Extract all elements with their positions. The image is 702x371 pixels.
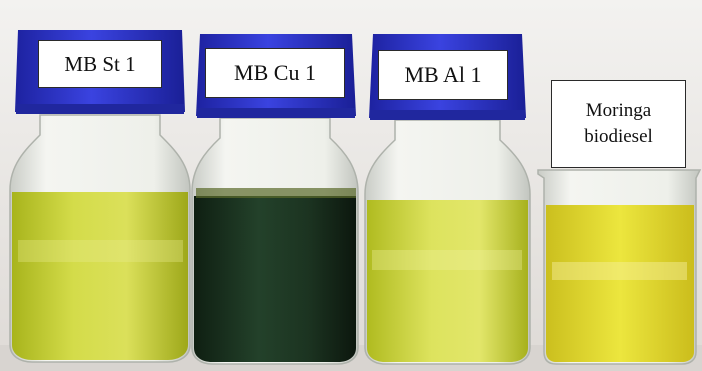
label-mb-cu-1: MB Cu 1 bbox=[205, 48, 345, 98]
beaker-moringa bbox=[537, 169, 702, 365]
beaker-liquid bbox=[546, 205, 694, 362]
label-moringa-biodiesel: Moringa biodiesel bbox=[551, 80, 686, 168]
label-moringa-line2: biodiesel bbox=[584, 126, 653, 147]
bottle-st-liquid bbox=[12, 192, 188, 360]
bottle-al-liquid bbox=[367, 200, 528, 362]
bottle-cu-liquid bbox=[194, 196, 356, 362]
label-mb-st-1: MB St 1 bbox=[38, 40, 162, 88]
label-moringa-line1: Moringa bbox=[585, 100, 652, 122]
label-mb-al-1: MB Al 1 bbox=[378, 50, 508, 100]
